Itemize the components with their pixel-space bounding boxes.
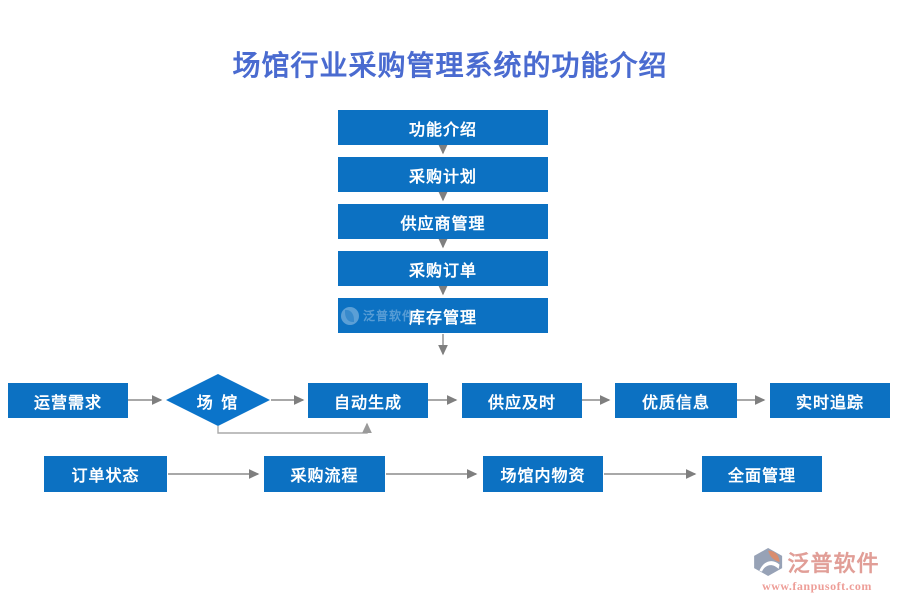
node-function-intro: 功能介绍 [338, 110, 548, 145]
watermark-swoosh-icon [341, 306, 359, 325]
fanpu-logo-icon [754, 548, 783, 576]
node-inventory-management: 泛普软件 库存管理 [338, 298, 548, 333]
brand-name: 泛普软件 [787, 551, 880, 576]
node-supplier-management: 供应商管理 [338, 204, 548, 239]
node-timely-supply: 供应及时 [462, 383, 582, 418]
watermark-logo: 泛普软件 [341, 306, 416, 325]
node-quality-info: 优质信息 [615, 383, 737, 418]
node-procurement-process: 采购流程 [264, 456, 385, 492]
node-order-status: 订单状态 [44, 456, 167, 492]
brand-logo: 泛普软件 www.fanpusoft.com [742, 546, 892, 594]
node-procurement-plan: 采购计划 [338, 157, 548, 192]
connector-venue-autogen-elbow [217, 422, 372, 434]
node-realtime-tracking: 实时追踪 [770, 383, 890, 418]
node-venue-materials: 场馆内物资 [483, 456, 603, 492]
node-purchase-order: 采购订单 [338, 251, 548, 286]
page-title: 场馆行业采购管理系统的功能介绍 [232, 51, 668, 82]
node-operation-demand: 运营需求 [8, 383, 128, 418]
brand-url: www.fanpusoft.com [762, 579, 872, 593]
node-auto-generate: 自动生成 [308, 383, 428, 418]
node-inventory-management-label: 库存管理 [408, 309, 477, 327]
decision-venue-label: 场 馆 [196, 394, 240, 412]
watermark-text: 泛普软件 [363, 309, 416, 323]
node-full-management: 全面管理 [702, 456, 822, 492]
